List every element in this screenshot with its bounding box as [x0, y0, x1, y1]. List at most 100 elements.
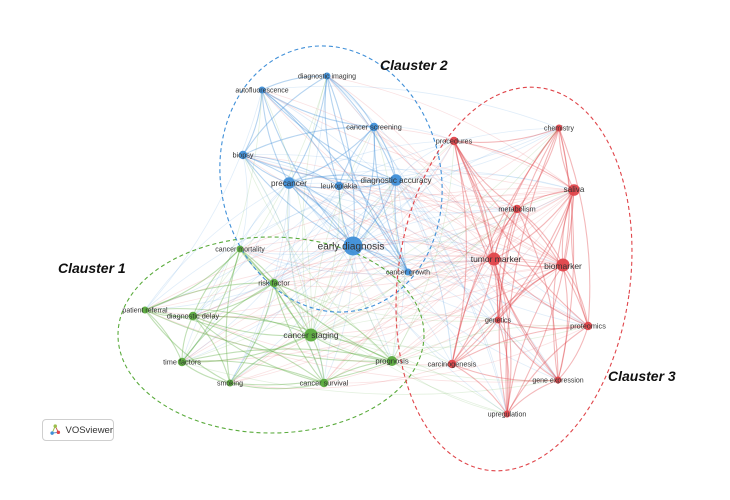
network-edge [310, 127, 560, 336]
network-edge [192, 315, 393, 362]
network-edge [323, 258, 495, 384]
network-edge [453, 140, 518, 210]
node-cancer-growth[interactable] [404, 268, 412, 276]
network-edge [338, 127, 560, 187]
network-edge [310, 258, 495, 336]
network-edge [242, 154, 409, 273]
network-edge [239, 154, 248, 250]
network-edge [144, 182, 290, 311]
network-edge [261, 89, 564, 266]
network-edge [239, 248, 393, 362]
node-precancer[interactable] [283, 177, 295, 189]
network-edge [229, 382, 325, 390]
node-diagnostic-imaging[interactable] [323, 72, 331, 80]
node-gene-expression[interactable] [554, 376, 562, 384]
network-edge [498, 208, 518, 415]
network-edge [144, 248, 241, 311]
network-edge [338, 185, 393, 362]
node-saliva[interactable] [568, 184, 580, 196]
label-risk-factor: risk factor [258, 279, 290, 288]
network-edge [229, 245, 354, 384]
network-edge [493, 258, 589, 327]
network-edge [453, 140, 575, 191]
network-edge [288, 174, 397, 184]
network-edge [288, 182, 499, 321]
network-edge [310, 140, 455, 336]
network-edge [496, 208, 518, 321]
network-edge [181, 245, 354, 363]
label-chemistry: chemistry [544, 125, 574, 132]
network-edge [558, 127, 575, 191]
node-autofluorescence[interactable] [258, 86, 266, 94]
label-gene-expression: gene expression [532, 377, 583, 384]
label-cancer-screening: cancer screening [346, 123, 402, 132]
network-edge [453, 140, 564, 266]
node-tumor-marker[interactable] [487, 252, 501, 266]
label-tumor-marker: tumor marker [471, 254, 522, 264]
network-edge [451, 258, 495, 365]
network-edge [352, 189, 575, 247]
network-edge [273, 126, 375, 284]
network-edge [506, 264, 564, 415]
network-edge [323, 360, 393, 384]
cluster-outline-c2 [219, 45, 443, 313]
network-edge [192, 75, 328, 317]
node-leukoplakia[interactable] [334, 181, 344, 191]
network-edge [506, 325, 589, 415]
node-chemistry[interactable] [555, 124, 563, 132]
network-edge [229, 179, 397, 384]
network-edge [497, 319, 510, 415]
network-edge [288, 182, 564, 266]
vosviewer-badge[interactable]: VOSviewer [42, 419, 114, 441]
node-early-diagnosis[interactable] [343, 236, 363, 256]
node-diagnostic-delay[interactable] [188, 311, 198, 321]
network-edge [326, 75, 499, 321]
network-edge [144, 308, 312, 336]
network-edge [144, 282, 275, 311]
network-edge [229, 282, 275, 384]
node-upregulation[interactable] [503, 410, 511, 418]
network-edge [451, 140, 467, 365]
node-biopsy[interactable] [238, 150, 248, 160]
network-edge [273, 282, 508, 415]
network-edge [352, 245, 589, 327]
node-cancer-survival[interactable] [319, 378, 329, 388]
network-edge [391, 208, 518, 362]
node-prognosis[interactable] [387, 356, 397, 366]
network-edge [287, 182, 312, 336]
node-patient-referral[interactable] [141, 306, 149, 314]
network-edge [239, 248, 564, 278]
network-edge [326, 75, 355, 247]
network-edge [144, 309, 231, 384]
network-edge [338, 185, 564, 266]
network-edge [407, 258, 564, 273]
node-diagnostic-accuracy[interactable] [390, 174, 402, 186]
network-edge [326, 75, 495, 260]
label-cancer-staging: cancer staging [283, 330, 339, 340]
network-edge [239, 248, 312, 336]
node-smoking[interactable] [226, 379, 234, 387]
network-edge [229, 363, 453, 389]
network-edge [310, 189, 575, 336]
network-edge [451, 208, 518, 365]
node-carcinogenesis[interactable] [447, 359, 457, 369]
node-time-factors[interactable] [177, 357, 187, 367]
network-edge [506, 189, 575, 415]
network-edge [144, 179, 397, 311]
network-edge [261, 75, 328, 91]
network-edge [192, 189, 575, 317]
node-cancer-mortality[interactable] [236, 245, 244, 253]
node-biomarker[interactable] [556, 258, 570, 272]
network-edge [288, 182, 518, 214]
node-risk-factor[interactable] [269, 278, 279, 288]
network-edge [516, 127, 560, 210]
node-cancer-screening[interactable] [369, 122, 379, 132]
node-procedures[interactable] [449, 136, 459, 146]
network-edge [310, 334, 508, 415]
node-genetics[interactable] [494, 316, 502, 324]
node-proteomics[interactable] [583, 321, 593, 331]
node-cancer-staging[interactable] [304, 328, 318, 342]
network-edge [192, 258, 495, 318]
network-edge [192, 282, 275, 317]
node-metabolism[interactable] [512, 204, 522, 214]
